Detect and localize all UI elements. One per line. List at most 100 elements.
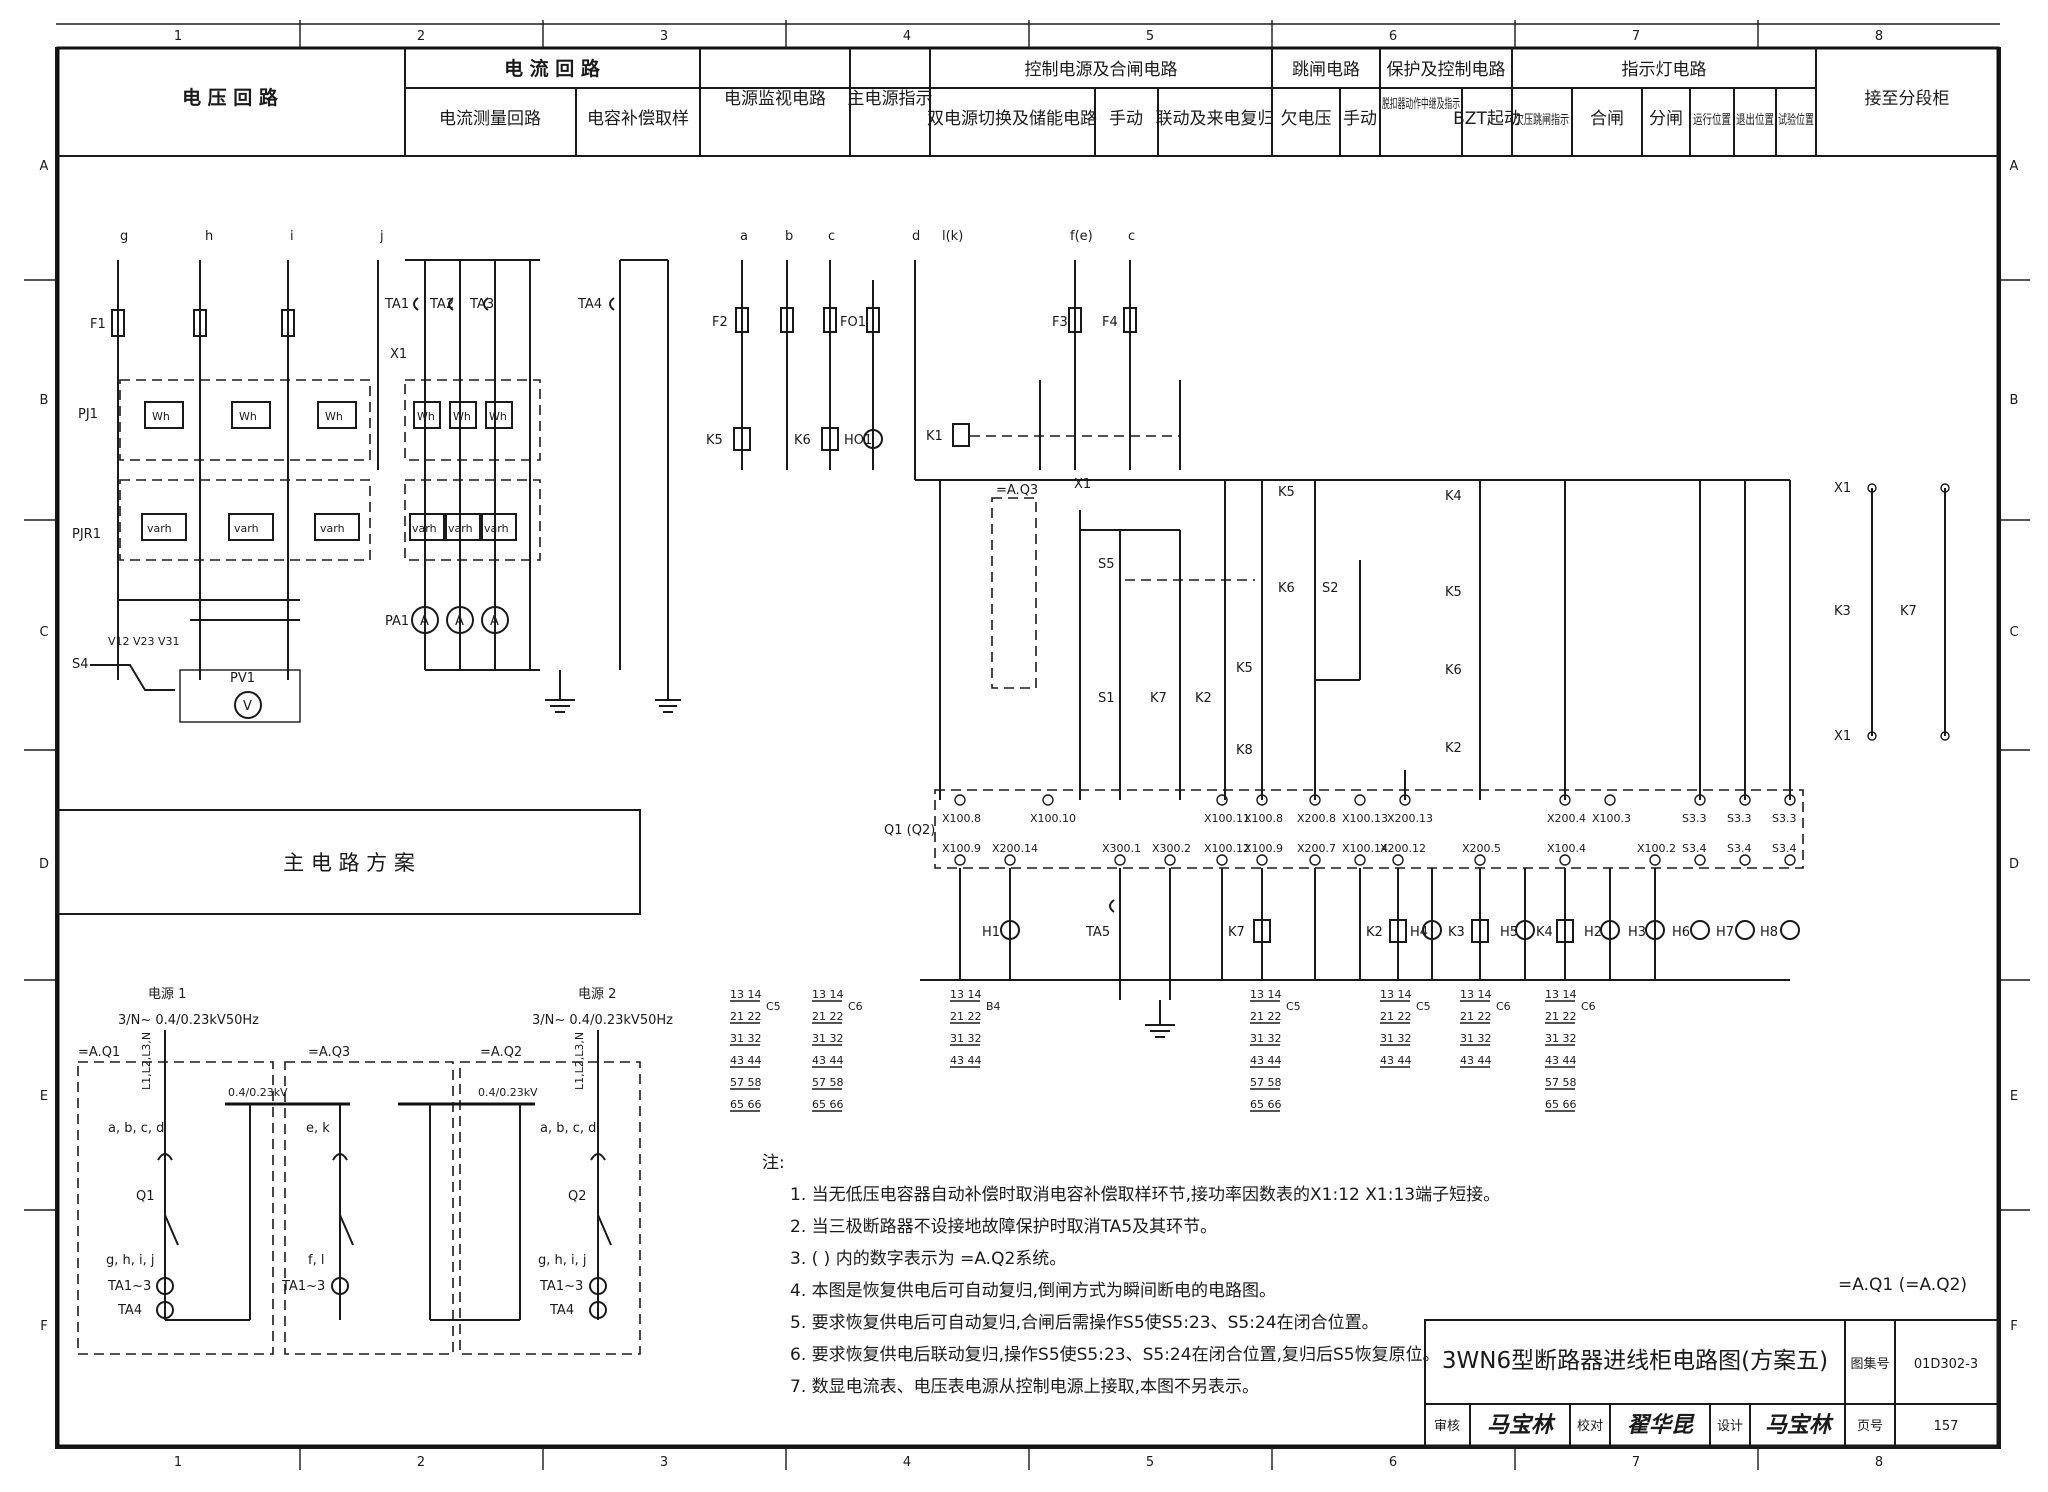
terminal-bottom-label-7: X200.7 [1297, 842, 1336, 855]
hdr-close: 合闸 [1590, 109, 1624, 129]
top-column-ruler: 1 2 3 4 5 6 7 8 [56, 20, 2000, 48]
phase-j-label: j [379, 229, 384, 244]
s4-positions: V12 V23 V31 [108, 635, 180, 648]
col-label-3-bottom: 3 [660, 1455, 668, 1470]
system-note: =A.Q1 (=A.Q2) [1838, 1275, 1967, 1295]
h7-lamp-label: H7 [1716, 925, 1734, 940]
wh-meter-3: Wh [325, 410, 343, 423]
k7-section-label: K7 [1900, 604, 1917, 619]
k6-coil-label: K6 [794, 433, 811, 448]
main-circuit-scheme: 主 电 路 方 案 电源 1 3/N~ 0.4/0.23kV50Hz 电源 2 … [57, 809, 673, 1355]
wh-meter-1: Wh [152, 410, 170, 423]
terminal-top-2 [1042, 794, 1054, 806]
terminal-top-1 [954, 794, 966, 806]
terminal-bottom-label-1: X100.9 [942, 842, 981, 855]
col-label-3: 3 [660, 29, 668, 44]
phase-d-label: d [912, 229, 920, 244]
k5-nc-label: K5 [1278, 485, 1295, 500]
terminal-bottom-label-14: S3.4 [1727, 842, 1751, 855]
main-circuit-title: 主 电 路 方 案 [283, 851, 415, 875]
contact-pair: 21 22 [1460, 1010, 1492, 1023]
h5-lamp-label: H5 [1500, 925, 1518, 940]
row-label-b-right: B [2010, 393, 2019, 408]
h8-lamp-label: H8 [1760, 925, 1778, 940]
note-6: 6. 要求恢复供电后联动复归,操作S5使S5:23、S5:24在闭合位置,复归后… [790, 1344, 1440, 1365]
col-label-7: 7 [1632, 29, 1640, 44]
h4-lamp-label: H4 [1410, 925, 1428, 940]
outer-frame [55, 47, 2001, 1449]
terminal-top-11 [1739, 794, 1751, 806]
col-label-2: 2 [417, 29, 425, 44]
x1-section-label-1: X1 [1834, 481, 1851, 496]
l123n-label-2: L1,L2,L3,N [573, 1032, 586, 1090]
hdr-bzt: BZT起动 [1453, 109, 1521, 129]
contact-pair: 13 14 [1250, 988, 1282, 1001]
contact-pair: 57 58 [812, 1076, 844, 1089]
contact-pair: 21 22 [1380, 1010, 1412, 1023]
k3-section-label: K3 [1834, 604, 1851, 619]
col-label-4-bottom: 4 [903, 1455, 911, 1470]
terminal-bottom-label-15: S3.4 [1772, 842, 1796, 855]
ta3-label: TA3 [469, 297, 494, 312]
varh-meter-6: varh [484, 522, 509, 535]
terminal-top-label-6: X100.13 [1342, 812, 1388, 825]
pjr1-label: PJR1 [72, 527, 101, 542]
col-label-6-bottom: 6 [1389, 1455, 1397, 1470]
contact-pair: 31 32 [812, 1032, 844, 1045]
l123n-label-1: L1,L2,L3,N [140, 1032, 153, 1090]
terminal-top-label-4: X100.8 [1244, 812, 1283, 825]
row-label-d: D [39, 857, 49, 872]
terminal-top-4 [1256, 794, 1268, 806]
contact-pair: 43 44 [1545, 1054, 1577, 1067]
contact-pair: 57 58 [730, 1076, 762, 1089]
ta2-label: TA2 [429, 297, 454, 312]
terminal-top-10 [1694, 794, 1706, 806]
terminal-bottom-3 [1114, 854, 1126, 866]
supply1-label: 3/N~ 0.4/0.23kV50Hz [118, 1013, 259, 1028]
hdr-uv-trip-ind: 欠压跳闸指示 [1515, 112, 1569, 128]
terminal-bottom-15 [1784, 854, 1796, 866]
ta13-label-1: TA1~3 [107, 1279, 151, 1294]
terminal-bottom-label-6: X100.9 [1244, 842, 1283, 855]
col-label-5-bottom: 5 [1146, 1455, 1154, 1470]
contact-pair: 43 44 [950, 1054, 982, 1067]
ta4-label: TA4 [577, 297, 602, 312]
hdr-linkage: 联动及来电复归 [1156, 109, 1275, 129]
contact-pair: 13 14 [1380, 988, 1412, 1001]
s1-label: S1 [1098, 691, 1115, 706]
terminal-bottom-label-10: X200.5 [1462, 842, 1501, 855]
terminal-bottom-9 [1392, 854, 1404, 866]
hdr-power-monitor: 电源监视电路 [724, 89, 826, 109]
terminal-bottom-4 [1164, 854, 1176, 866]
x1-section-label-2: X1 [1834, 729, 1851, 744]
terminal-bottom-11 [1559, 854, 1571, 866]
aq2-label: =A.Q2 [480, 1045, 522, 1060]
checker-signature: 翟华昆 [1627, 1412, 1695, 1438]
aq3-small-label: =A.Q3 [996, 483, 1038, 498]
col-label-5: 5 [1146, 29, 1154, 44]
phase-lk-label: l(k) [942, 229, 963, 244]
wh-meter-6: Wh [489, 410, 507, 423]
ghij-label-2: g, h, i, j [538, 1253, 587, 1268]
q1-label: Q1 [136, 1189, 155, 1204]
terminal-bottom-13 [1694, 854, 1706, 866]
terminal-top-label-1: X100.8 [942, 812, 981, 825]
note-2: 2. 当三极断路器不设接地故障保护时取消TA5及其环节。 [790, 1217, 1217, 1237]
phase-i-label: i [290, 229, 294, 244]
fuse-f1-label: F1 [90, 317, 106, 332]
terminal-bottom-7 [1309, 854, 1321, 866]
s4-label: S4 [72, 657, 89, 672]
fuse-fo1-label: FO1 [840, 315, 866, 330]
hdr-protect-group: 保护及控制电路 [1387, 60, 1506, 80]
contact-pair: 13 14 [1460, 988, 1492, 1001]
source1-label: 电源 1 [148, 987, 186, 1002]
function-header-table: 电 压 回 路 电 流 回 路 电流测量回路 电容补偿取样 电源监视电路 主电源… [58, 48, 1998, 157]
col-label-1: 1 [174, 29, 182, 44]
terminal-top-5 [1309, 794, 1321, 806]
contact-pair: 65 66 [812, 1098, 844, 1111]
hdr-manual: 手动 [1109, 109, 1143, 129]
contact-pair: 43 44 [812, 1054, 844, 1067]
